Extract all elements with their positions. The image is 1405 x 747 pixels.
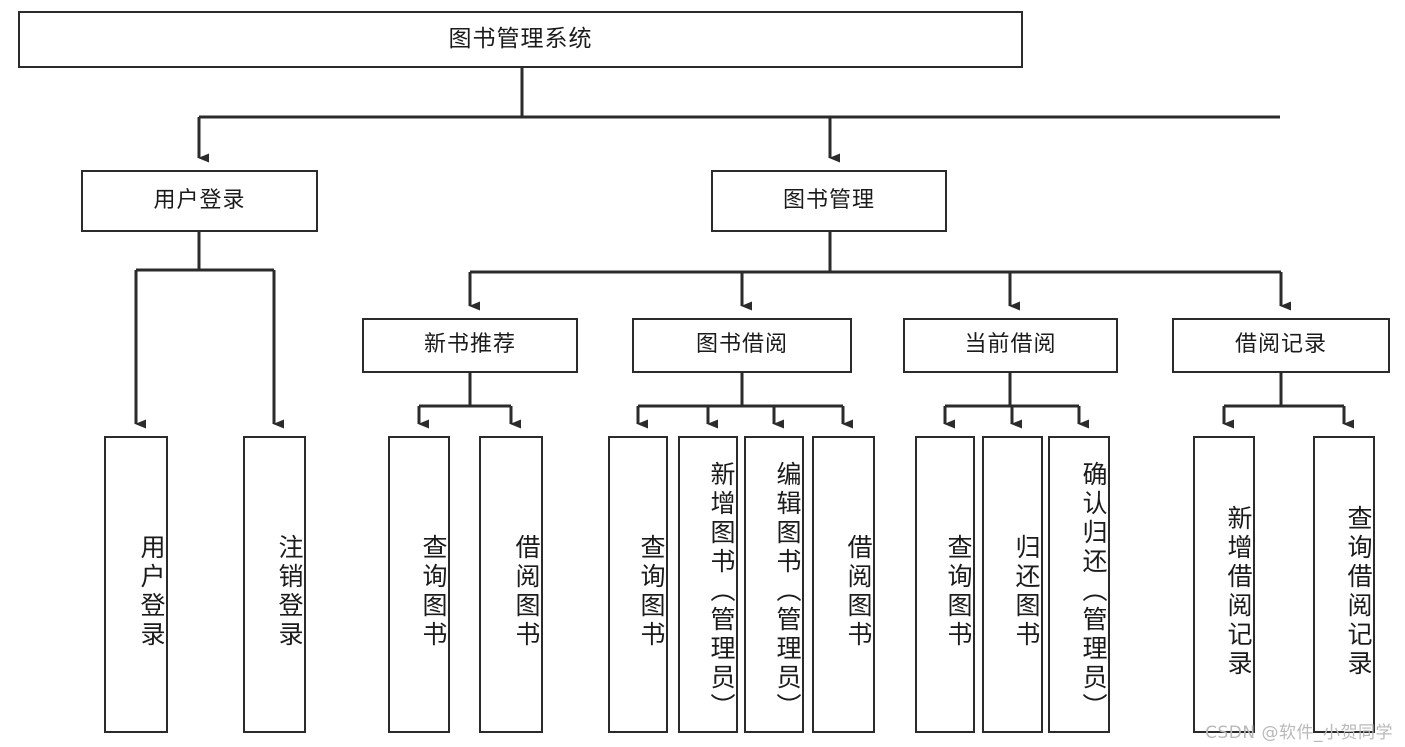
leaf-borrow-edit-book-admin[interactable]: 编辑图书（管理员）: [744, 436, 804, 733]
leaf-record-add-record-label: 新增借阅记录: [1224, 504, 1253, 679]
leaf-recommend-borrow-book-label: 借阅图书: [512, 533, 541, 650]
leaf-borrow-borrow-book-label: 借阅图书: [844, 533, 873, 650]
node-new-book-recommend-label: 新书推荐: [423, 332, 516, 358]
leaf-recommend-query-book-label: 查询图书: [419, 533, 448, 650]
leaf-current-return-book[interactable]: 归还图书: [982, 436, 1043, 733]
leaf-user-logout[interactable]: 注销登录: [243, 436, 306, 733]
leaf-record-add-record[interactable]: 新增借阅记录: [1193, 436, 1255, 733]
node-borrow-record[interactable]: 借阅记录: [1172, 318, 1390, 373]
node-root[interactable]: 图书管理系统: [18, 11, 1023, 68]
leaf-borrow-query-book-label: 查询图书: [637, 533, 666, 650]
leaf-current-confirm-return-admin[interactable]: 确认归还（管理员）: [1048, 436, 1110, 733]
leaf-borrow-borrow-book[interactable]: 借阅图书: [812, 436, 875, 733]
leaf-borrow-add-book-admin[interactable]: 新增图书（管理员）: [678, 436, 738, 733]
leaf-borrow-add-book-admin-label: 新增图书（管理员）: [707, 461, 736, 722]
node-book-borrow-label: 图书借阅: [695, 332, 788, 358]
node-user-login[interactable]: 用户登录: [81, 170, 318, 232]
leaf-current-confirm-return-admin-label: 确认归还（管理员）: [1079, 461, 1108, 722]
node-root-label: 图书管理系统: [448, 25, 593, 52]
node-book-borrow[interactable]: 图书借阅: [632, 318, 852, 373]
node-new-book-recommend[interactable]: 新书推荐: [362, 318, 578, 373]
node-current-borrow-label: 当前借阅: [964, 332, 1057, 358]
leaf-user-login-label: 用户登录: [137, 533, 166, 650]
node-borrow-record-label: 借阅记录: [1234, 332, 1327, 358]
node-user-login-label: 用户登录: [153, 187, 246, 213]
leaf-record-query-record[interactable]: 查询借阅记录: [1313, 436, 1375, 733]
leaf-current-return-book-label: 归还图书: [1012, 533, 1041, 650]
leaf-record-query-record-label: 查询借阅记录: [1344, 504, 1373, 679]
node-book-management-label: 图书管理: [782, 187, 875, 213]
leaf-borrow-query-book[interactable]: 查询图书: [608, 436, 668, 733]
leaf-current-query-book[interactable]: 查询图书: [915, 436, 975, 733]
node-current-borrow[interactable]: 当前借阅: [903, 318, 1118, 373]
leaf-recommend-borrow-book[interactable]: 借阅图书: [479, 436, 543, 733]
leaf-recommend-query-book[interactable]: 查询图书: [388, 436, 450, 733]
watermark: CSDN @软件_小贺同学: [1205, 723, 1393, 743]
node-book-management[interactable]: 图书管理: [711, 170, 947, 232]
leaf-user-login[interactable]: 用户登录: [104, 436, 168, 733]
leaf-user-logout-label: 注销登录: [275, 533, 304, 650]
leaf-borrow-edit-book-admin-label: 编辑图书（管理员）: [773, 461, 802, 722]
leaf-current-query-book-label: 查询图书: [944, 533, 973, 650]
